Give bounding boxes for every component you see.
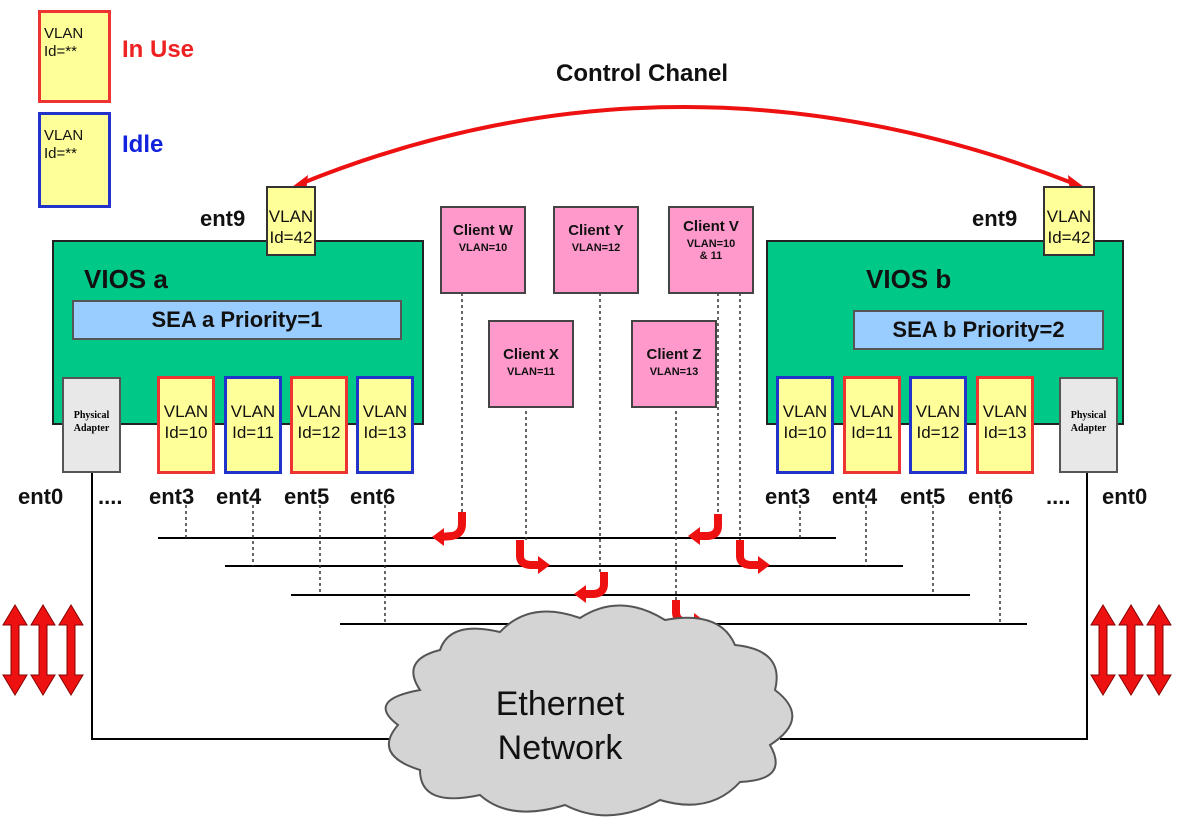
- vios-b-title: VIOS b: [866, 264, 952, 294]
- vios-b-dots: ....: [1046, 484, 1071, 509]
- vios-a-uplink: [91, 473, 400, 740]
- control-channel-label: Control Chanel: [556, 60, 728, 87]
- ethernet-network-label: Ethernet Network: [495, 685, 625, 767]
- sea-a: SEA a Priority=1: [72, 300, 402, 340]
- vios-a-ent4-label: ent4: [216, 484, 262, 509]
- vios-b-ent9-vlan: VLAN Id=42: [1043, 186, 1095, 256]
- vios-a-ent5-label: ent5: [284, 484, 330, 509]
- vios-b-ent4-label: ent4: [832, 484, 878, 509]
- sea-b: SEA b Priority=2: [853, 310, 1104, 350]
- client-drops: [461, 293, 741, 600]
- vios-a-ent6-label: ent6: [350, 484, 396, 509]
- legend-idle-id: Id=**: [44, 145, 77, 162]
- vios-a-ent0-label: ent0: [18, 484, 64, 509]
- vios-a-dots: ....: [98, 484, 123, 509]
- legend-idle-label: Idle: [122, 131, 164, 158]
- ethernet-network-cloud: [384, 604, 794, 817]
- vios-b-ent9-label: ent9: [972, 206, 1018, 231]
- control-channel-arrow: [299, 105, 1076, 186]
- vios-a-ent9-label: ent9: [200, 206, 246, 231]
- vios-b-ent6-label: ent6: [968, 484, 1014, 509]
- legend-in-use-label: In Use: [122, 36, 195, 63]
- client-bus-arrows: [439, 512, 762, 626]
- vios-b-ent3-label: ent3: [765, 484, 811, 509]
- vios-b-physical-adapter: Physical Adapter: [1059, 377, 1118, 473]
- vios-a-drops: [185, 505, 386, 624]
- vios-b-uplink: [780, 473, 1088, 740]
- vios-a-title: VIOS a: [84, 264, 168, 294]
- traffic-arrows-left: [2, 604, 84, 696]
- vios-a-physical-adapter: Physical Adapter: [62, 377, 121, 473]
- legend-idle-swatch: VLAN Id=**: [38, 112, 111, 208]
- vios-b-drops: [799, 505, 1001, 624]
- traffic-arrows-right: [1090, 604, 1172, 696]
- legend-in-use-swatch: VLAN Id=**: [38, 10, 111, 103]
- vios-b-ent0-label: ent0: [1102, 484, 1148, 509]
- vios-b-ent5-label: ent5: [900, 484, 946, 509]
- vios-a-ent3-label: ent3: [149, 484, 195, 509]
- vios-a-ent9-vlan: VLAN Id=42: [266, 186, 316, 256]
